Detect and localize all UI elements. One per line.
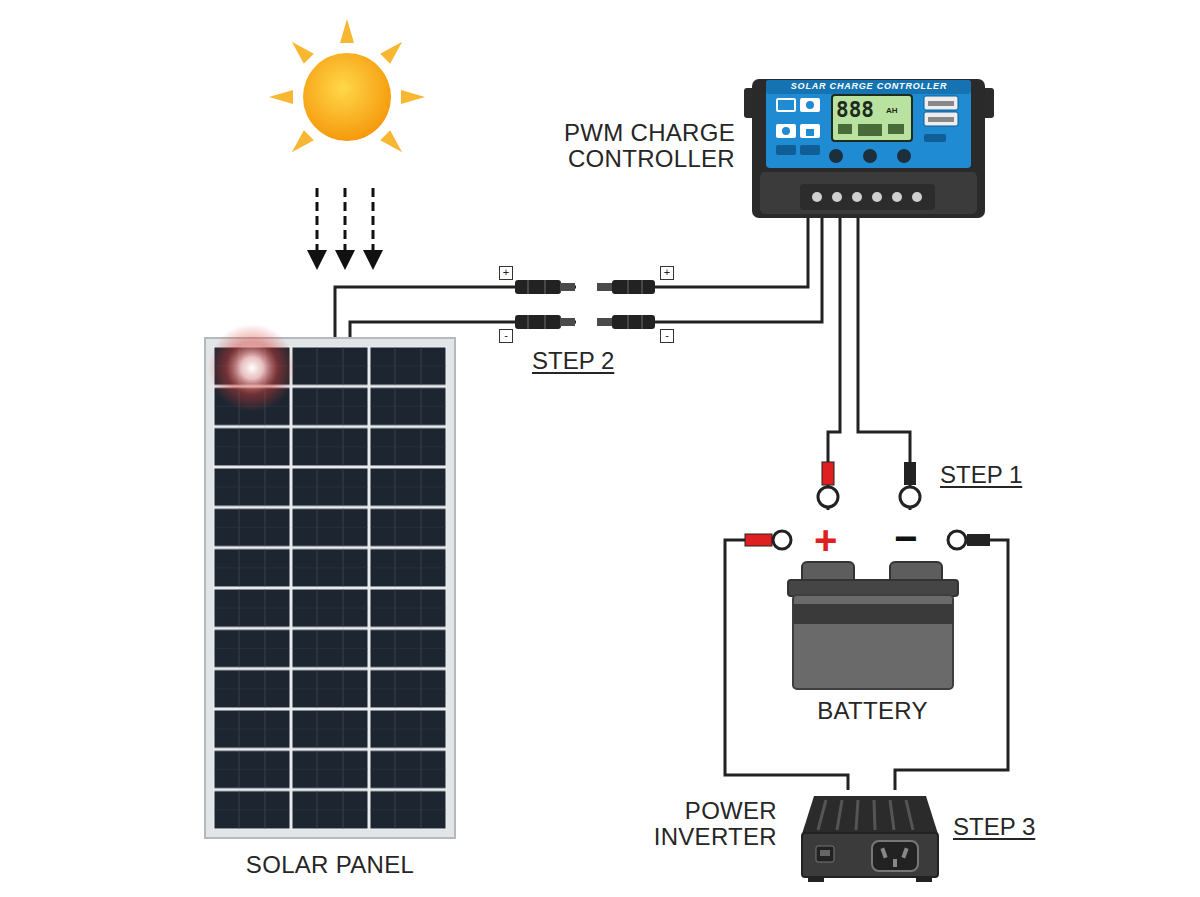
component-label: POWER INVERTER <box>630 798 777 850</box>
polarity-sign: + <box>814 520 837 560</box>
charge-controller-picture <box>744 79 994 218</box>
component-label: PWM CHARGE CONTROLLER <box>530 120 735 172</box>
solar-panel-picture <box>205 324 455 838</box>
solar-panel: SOLAR PANEL <box>205 338 455 883</box>
wire-pair <box>828 218 910 510</box>
display-digits: 888 <box>836 98 874 122</box>
battery: BATTERY <box>745 510 990 725</box>
battery-picture <box>788 562 958 689</box>
sunlight-arrows <box>307 188 383 270</box>
device-title: SOLAR CHARGE CONTROLLER <box>768 81 970 92</box>
mc4-connectors <box>515 280 655 329</box>
polarity-sign: − <box>894 518 917 558</box>
wire <box>350 218 822 338</box>
step-label: STEP 1 <box>940 461 1022 489</box>
inverter-picture <box>802 796 938 882</box>
sun-icon <box>269 19 425 157</box>
component-label: SOLAR PANEL <box>205 852 455 878</box>
power-inverter: POWER INVERTER <box>630 790 940 885</box>
polarity-mark: - <box>660 329 674 343</box>
charge-controller: PWM CHARGE CONTROLLER SOLAR CHARGE CONTRO… <box>530 78 990 218</box>
polarity-mark: + <box>499 266 513 280</box>
polarity-mark: - <box>499 329 513 343</box>
polarity-mark: + <box>660 266 674 280</box>
component-label: BATTERY <box>790 698 955 724</box>
display-unit: AH <box>886 106 898 115</box>
step-label: STEP 2 <box>532 347 614 375</box>
wire <box>335 218 808 338</box>
wire <box>858 218 910 510</box>
wire-pair <box>335 218 822 338</box>
wire-pair <box>725 540 1008 790</box>
step-label: STEP 3 <box>953 813 1035 841</box>
